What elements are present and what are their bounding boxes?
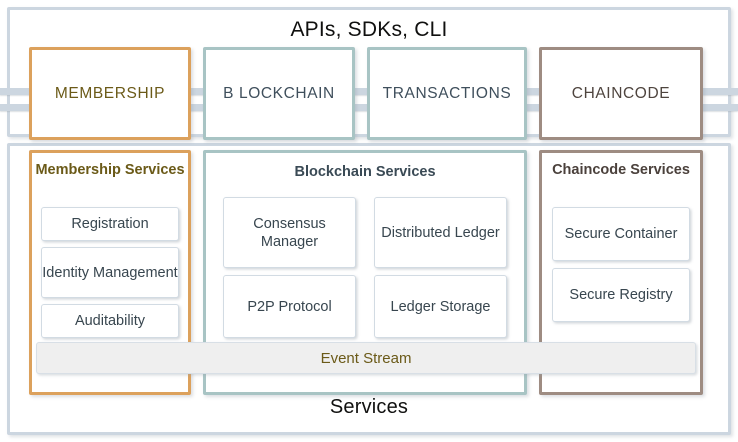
service-box-p2p-protocol[interactable]: P2P Protocol (223, 275, 356, 338)
column-blockchain-services-title: Blockchain Services (294, 164, 436, 180)
connector-bar-b-t-upper (352, 88, 370, 95)
connector-bar-right-upper (700, 88, 738, 95)
pillar-transactions[interactable]: TRANSACTIONS (367, 47, 527, 140)
event-stream-bar[interactable]: Event Stream (36, 342, 696, 374)
connector-bar-left-upper (0, 88, 32, 95)
connector-bar-right-lower (700, 104, 738, 111)
service-box-registration[interactable]: Registration (41, 207, 179, 241)
apis-frame-title: APIs, SDKs, CLI (290, 18, 448, 41)
pillar-chaincode-label: CHAINCODE (571, 84, 671, 102)
pillar-transactions-label: TRANSACTIONS (382, 84, 512, 102)
connector-bar-t-c-upper (524, 88, 542, 95)
connector-bar-left-lower (0, 104, 32, 111)
service-box-ledger-storage[interactable]: Ledger Storage (374, 275, 507, 338)
column-chaincode-services-title: Chaincode Services (552, 162, 690, 178)
column-membership-services-title: Membership Services (35, 162, 185, 178)
service-box-distributed-ledger[interactable]: Distributed Ledger (374, 197, 507, 268)
connector-bar-m-b-upper (188, 88, 206, 95)
connector-bar-b-t-lower (352, 104, 370, 111)
pillar-membership-label: MEMBERSHIP (54, 84, 166, 102)
service-box-secure-registry[interactable]: Secure Registry (552, 268, 690, 322)
services-frame-title: Services (329, 396, 409, 418)
connector-bar-m-b-lower (188, 104, 206, 111)
pillar-blockchain[interactable]: B LOCKCHAIN (203, 47, 355, 140)
pillar-membership[interactable]: MEMBERSHIP (29, 47, 191, 140)
connector-bar-t-c-lower (524, 104, 542, 111)
service-box-consensus-manager[interactable]: Consensus Manager (223, 197, 356, 268)
pillar-chaincode[interactable]: CHAINCODE (539, 47, 703, 140)
event-stream-label: Event Stream (320, 349, 412, 367)
service-box-auditability[interactable]: Auditability (41, 304, 179, 338)
service-box-secure-container[interactable]: Secure Container (552, 207, 690, 261)
pillar-blockchain-label: B LOCKCHAIN (223, 84, 335, 102)
service-box-identity-management[interactable]: Identity Management (41, 247, 179, 298)
